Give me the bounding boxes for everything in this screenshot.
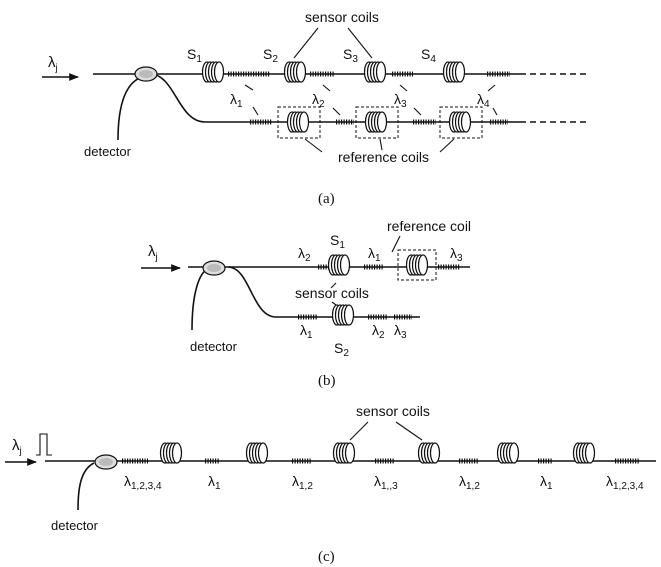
- sensor-coil-c4: [417, 442, 441, 464]
- leader-lambda-a3b: [413, 107, 422, 116]
- leader-sensor-a1: [293, 27, 319, 59]
- coupler-c: [94, 454, 118, 470]
- reference-coils-label-a: reference coils: [338, 149, 429, 165]
- sensor-coil-1: [201, 61, 225, 83]
- sensor-label-b2: S2: [334, 340, 349, 359]
- wavelength-label-b-bot3: λ3: [394, 322, 407, 341]
- leader-sensor-c1: [349, 421, 369, 441]
- wavelength-label-b-bot1: λ1: [300, 322, 313, 341]
- coupler-branch-b: [227, 266, 277, 318]
- sensor-label-4: S4: [421, 46, 436, 65]
- coupler-branch-a: [149, 73, 206, 123]
- coupler-a: [134, 66, 158, 82]
- leader-sensor-b1: [330, 282, 337, 289]
- sensor-coils-label-c: sensor coils: [356, 403, 430, 419]
- reference-coil-1: [286, 111, 310, 133]
- reference-box-3: [439, 106, 483, 139]
- leader-lambda-a1b: [252, 106, 259, 116]
- leader-reference-a3: [439, 138, 455, 153]
- wavelength-label-b-top2: λ1: [368, 245, 381, 264]
- coupler-b: [202, 260, 226, 276]
- leader-reference-a1: [304, 138, 323, 153]
- caption-c: (c): [318, 549, 335, 565]
- wavelength-label-c7: λ1,2,3,4: [606, 473, 644, 492]
- sensor-label-2: S2: [263, 46, 278, 65]
- input-label-c: λj: [12, 437, 22, 457]
- wavelength-label-c3: λ1,2: [292, 473, 313, 492]
- reference-coil-b: [405, 254, 429, 276]
- pulse-icon: [36, 433, 52, 456]
- sensor-coil-c3: [332, 442, 356, 464]
- sensor-label-3: S3: [343, 46, 358, 65]
- wavelength-label-a2: λ2: [312, 91, 325, 110]
- leader-lambda-a3: [399, 84, 408, 92]
- panel-a: λj detector S1 S2 S3 S4 sensor coils: [42, 9, 590, 207]
- input-label-a: λj: [48, 54, 58, 74]
- reference-box-2: [355, 106, 399, 139]
- reference-coil-label-b: reference coil: [387, 218, 471, 234]
- leader-sensor-a2: [347, 27, 373, 59]
- wavelength-label-b-bot2: λ2: [372, 322, 385, 341]
- wavelength-label-c4: λ1,,3: [374, 473, 398, 492]
- sensor-coil-b1: [327, 254, 351, 276]
- detector-fiber-a: [117, 75, 146, 141]
- panel-b: λj detector λ2 S1 λ1 λ3 reference coil s…: [141, 218, 471, 389]
- sensor-label-1: S1: [187, 46, 202, 65]
- wavelength-label-a3: λ3: [394, 91, 407, 110]
- wavelength-label-c6: λ1: [540, 473, 553, 492]
- detector-label-a: detector: [84, 144, 132, 159]
- reference-box-b: [397, 249, 437, 281]
- leader-lambda-a4b: [492, 107, 498, 116]
- detector-label-c: detector: [51, 518, 99, 533]
- sensor-coil-2: [283, 61, 307, 83]
- sensor-label-b1: S1: [330, 232, 345, 251]
- caption-a: (a): [318, 191, 335, 207]
- sensor-coil-c5: [496, 442, 520, 464]
- wavelength-label-c2: λ1: [208, 473, 221, 492]
- leader-lambda-a4: [487, 84, 496, 92]
- sensor-coil-4: [442, 61, 466, 83]
- leader-lambda-a2b: [332, 107, 341, 116]
- leader-lambda-a1: [244, 84, 254, 91]
- sensor-coil-c2: [245, 442, 269, 464]
- reference-coil-3: [448, 111, 472, 133]
- sensor-coils-label-b: sensor coils: [295, 285, 369, 301]
- sensor-coil-c1: [159, 442, 183, 464]
- wavelength-label-b-top1: λ2: [298, 245, 311, 264]
- detector-label-b: detector: [190, 339, 238, 354]
- wavelength-label-c1: λ1,2,3,4: [124, 473, 162, 492]
- leader-reference-a2: [379, 138, 383, 151]
- wavelength-label-c5: λ1,2: [459, 473, 480, 492]
- sensor-coil-b2: [331, 304, 355, 326]
- leader-sensor-c2: [395, 421, 423, 441]
- leader-reference-b: [391, 235, 401, 253]
- panel-c: λj detector sensor coils λ1,2,3,4 λ1 λ1,…: [5, 403, 656, 565]
- caption-b: (b): [318, 373, 336, 389]
- detector-fiber-b: [191, 269, 207, 331]
- reference-coil-2: [364, 111, 388, 133]
- sensor-coil-c6: [572, 442, 596, 464]
- wavelength-label-a1: λ1: [230, 91, 243, 110]
- input-label-b: λj: [148, 243, 158, 263]
- leader-lambda-a2: [322, 84, 331, 92]
- detector-fiber-c: [77, 462, 95, 511]
- sensor-coil-3: [363, 61, 387, 83]
- wavelength-label-b-top3: λ3: [450, 245, 463, 264]
- reference-box-1: [277, 106, 321, 139]
- sensor-coils-label-a: sensor coils: [305, 9, 379, 25]
- wavelength-label-a4: λ4: [477, 91, 490, 110]
